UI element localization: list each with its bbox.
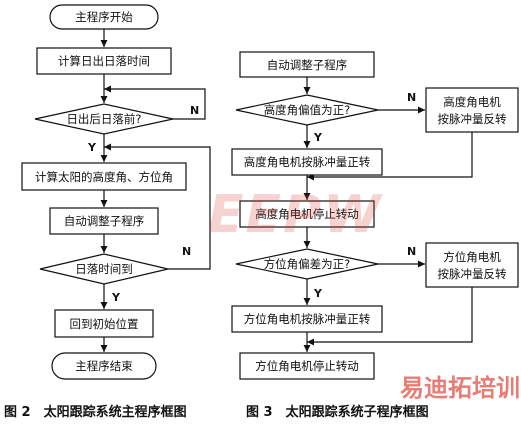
- altitude-stop-box: [239, 200, 375, 228]
- azimuth-no-label: N: [407, 245, 416, 258]
- calc-angles-label: 计算太阳的高度角、方位角: [35, 170, 173, 184]
- azimuth-decision-label: 方位角偏差为正?: [264, 257, 351, 271]
- sunrise-decision-label: 日出后日落前?: [66, 112, 141, 126]
- eepw-watermark: EEPW: [208, 185, 383, 245]
- auto-adjust-box: [49, 207, 159, 235]
- azimuth-reverse-box: [425, 242, 519, 288]
- altitude-reverse-label-2: 按脉冲量反转: [438, 112, 507, 126]
- azimuth-reverse-return: [307, 287, 473, 346]
- azimuth-forward-box: [231, 305, 383, 333]
- sunrise-no-loop: [104, 85, 206, 120]
- altitude-decision-label: 高度角偏值为正?: [264, 103, 351, 117]
- altitude-forward-label: 高度角电机按脉冲量正转: [244, 155, 371, 169]
- corner-watermark: 易迪拓培训: [400, 374, 520, 402]
- auto-adjust-label: 自动调整子程序: [64, 214, 145, 228]
- calc-sun-times-box: [36, 47, 172, 75]
- altitude-yes-label: Y: [313, 131, 323, 144]
- main-program-flowchart: 主程序开始 计算日出日落时间 日出后日落前? N Y 计算太阳的高度角、方位角 …: [21, 4, 211, 380]
- azimuth-reverse-label-2: 按脉冲量反转: [438, 267, 507, 281]
- main-end-terminal: [51, 352, 157, 380]
- sunset-yes-label: Y: [111, 291, 121, 304]
- sunrise-no-label: N: [190, 104, 199, 117]
- fig2-caption: 图 2 太阳跟踪系统主程序框图: [4, 404, 187, 420]
- altitude-reverse-box: [425, 87, 519, 133]
- azimuth-forward-label: 方位角电机按脉冲量正转: [244, 312, 371, 326]
- azimuth-yes-label: Y: [313, 287, 323, 300]
- sunset-no-loop: [104, 143, 211, 270]
- azimuth-stop-box: [239, 352, 375, 380]
- sunset-decision-label: 日落时间到: [75, 262, 133, 276]
- sunset-no-label: N: [182, 245, 191, 258]
- return-home-label: 回到初始位置: [70, 317, 139, 331]
- azimuth-stop-label: 方位角电机停止转动: [255, 359, 359, 373]
- main-start-label: 主程序开始: [75, 10, 133, 24]
- altitude-stop-label: 高度角电机停止转动: [255, 207, 359, 221]
- calc-sun-times-label: 计算日出日落时间: [58, 54, 150, 68]
- altitude-reverse-label-1: 高度角电机: [443, 95, 501, 109]
- sunrise-yes-label: Y: [87, 141, 97, 154]
- sub-start-label: 自动调整子程序: [267, 58, 348, 72]
- fig3-caption: 图 3 太阳跟踪系统子程序框图: [246, 404, 429, 420]
- altitude-no-label: N: [407, 91, 416, 104]
- sub-program-flowchart: 自动调整子程序 高度角偏值为正? N Y 高度角电机 按脉冲量反转 高度角电机按…: [231, 51, 519, 380]
- altitude-forward-box: [231, 148, 383, 176]
- azimuth-reverse-label-1: 方位角电机: [443, 250, 501, 264]
- main-end-label: 主程序结束: [75, 359, 133, 373]
- sub-start-box: [239, 51, 375, 78]
- altitude-reverse-return: [307, 132, 473, 181]
